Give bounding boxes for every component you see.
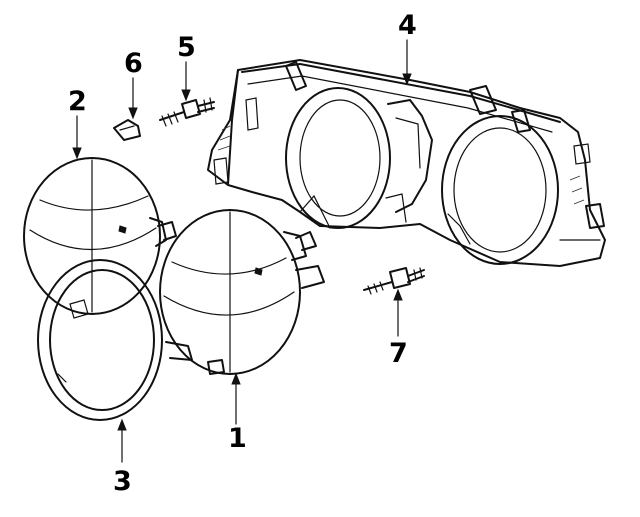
adjusting-screw-lower [363, 267, 425, 295]
callout-6: 6 [124, 48, 143, 79]
callout-2: 2 [68, 86, 87, 117]
headlamp-rear [23, 157, 177, 315]
callout-1: 1 [228, 423, 247, 454]
callout-5: 5 [177, 32, 196, 63]
retaining-ring [37, 259, 193, 421]
headlamp-housing [207, 59, 606, 267]
callout-3: 3 [113, 466, 132, 497]
callout-7: 7 [389, 338, 408, 369]
callout-4: 4 [398, 10, 417, 41]
adjusting-screw [159, 97, 215, 127]
headlamp-front [159, 209, 325, 375]
leader-lines [72, 39, 412, 463]
clip-nut [113, 119, 141, 141]
